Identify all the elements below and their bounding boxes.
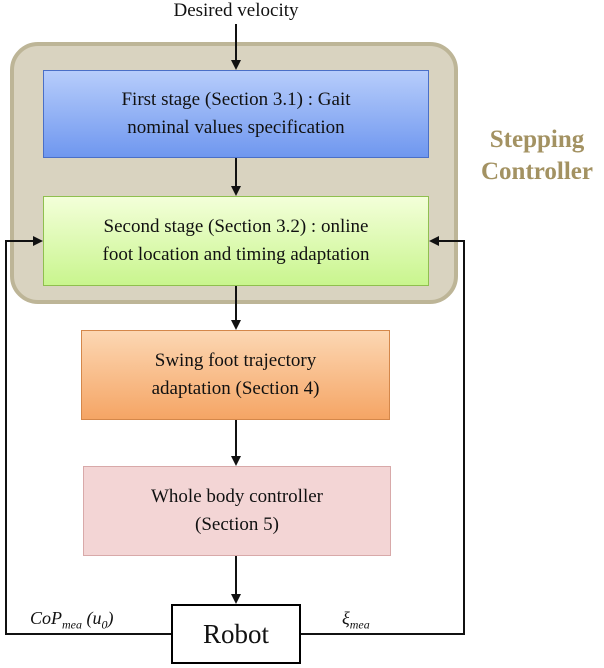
desired-velocity-label: Desired velocity <box>173 0 299 21</box>
first-stage-line2: nominal values specification <box>127 117 345 138</box>
first-stage-box: First stage (Section 3.1) : Gait nominal… <box>43 70 429 158</box>
robot-label: Robot <box>202 619 269 649</box>
xi-feedback-text: ξmea <box>342 608 370 632</box>
feedback-cop-arrow <box>5 236 171 635</box>
feedback-xi-arrow <box>301 236 465 635</box>
cop-feedback-label: CoPmea (u0) <box>30 608 114 633</box>
robot-box: Robot <box>171 604 301 664</box>
second-stage-box: Second stage (Section 3.2) : online foot… <box>43 196 429 286</box>
stepping-label-line2: Controller <box>480 158 593 185</box>
second-stage-line1: Second stage (Section 3.2) : online <box>103 216 369 237</box>
whole-body-controller-box: Whole body controller (Section 5) <box>83 466 391 556</box>
wbc-line1: Whole body controller <box>150 486 323 507</box>
stepping-controller-label: Stepping Controller <box>462 124 604 188</box>
first-stage-line1: First stage (Section 3.1) : Gait <box>121 89 351 110</box>
swing-foot-line1: Swing foot trajectory <box>154 350 317 371</box>
stepping-label-line1: Stepping <box>489 126 585 153</box>
swing-foot-line2: adaptation (Section 4) <box>151 378 320 399</box>
xi-feedback-label: ξmea <box>342 608 370 633</box>
cop-feedback-text: CoPmea (u0) <box>30 608 114 632</box>
second-stage-line2: foot location and timing adaptation <box>102 244 370 265</box>
swing-foot-box: Swing foot trajectory adaptation (Sectio… <box>81 330 390 420</box>
wbc-line2: (Section 5) <box>195 514 279 535</box>
